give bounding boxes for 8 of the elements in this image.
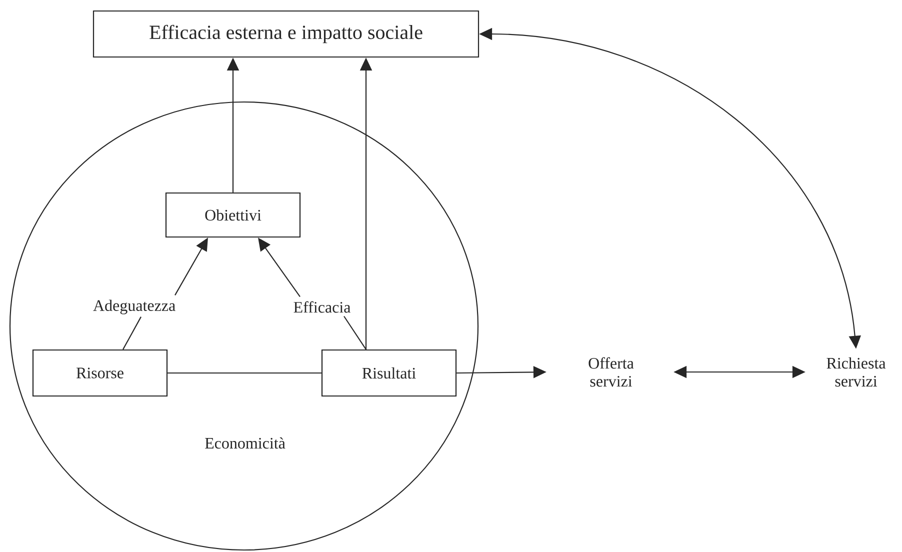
node-label: Efficacia: [294, 301, 351, 313]
node-label: Offerta servizi: [588, 357, 634, 387]
process-box: Efficacia esterna e impatto sociale: [92, 10, 480, 58]
process-box: Risorse: [32, 349, 168, 397]
node-label: Richiesta servizi: [826, 357, 886, 387]
process-box: Risultati: [321, 349, 457, 397]
node-label: Adeguatezza: [93, 300, 176, 314]
process-box: Obiettivi: [165, 192, 301, 238]
